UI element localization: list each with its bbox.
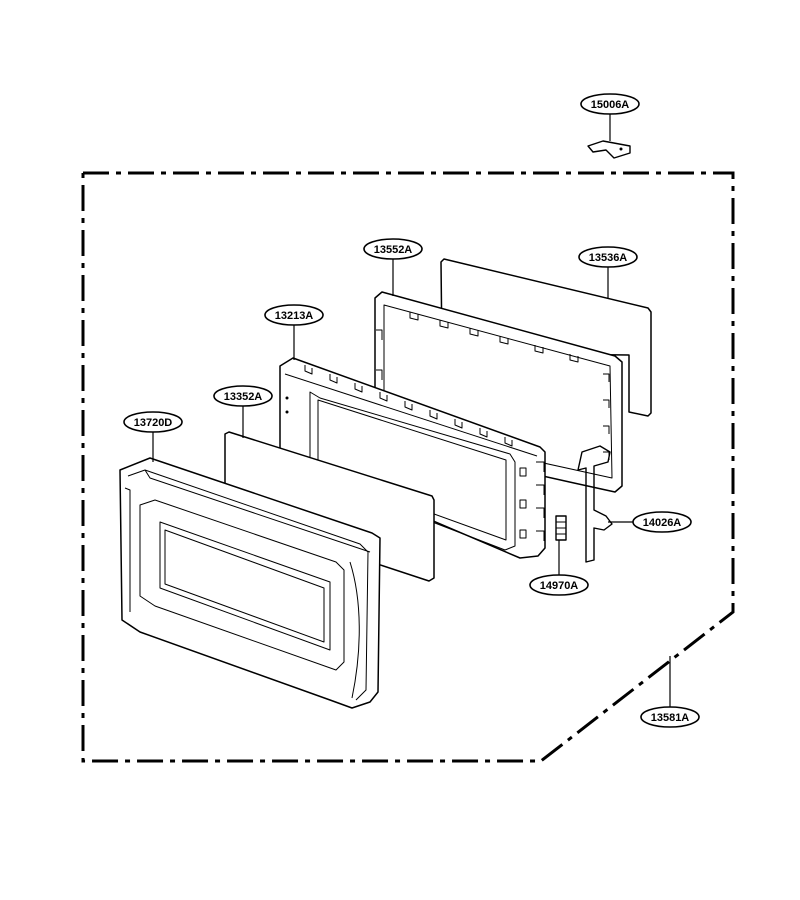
part-bracket-15006A (587, 140, 631, 159)
part-door-front-13720D (119, 457, 381, 709)
callout-text: 14026A (643, 517, 682, 529)
assembly-boundary (81, 171, 735, 763)
callout-14026A: 14026A (632, 511, 692, 533)
callout-text: 15006A (591, 99, 630, 111)
callout-13213A: 13213A (264, 304, 324, 326)
leader-lines (152, 113, 671, 708)
callout-text: 13213A (275, 310, 314, 322)
callout-13720D: 13720D (123, 411, 183, 433)
callout-text: 13536A (589, 252, 628, 264)
callout-15006A: 15006A (580, 93, 640, 115)
part-switch-14970A (555, 515, 567, 541)
callout-13581A: 13581A (640, 706, 700, 728)
callout-text: 13720D (134, 417, 173, 429)
callout-text: 13552A (374, 244, 413, 256)
callout-13536A: 13536A (578, 246, 638, 268)
callout-14970A: 14970A (529, 574, 589, 596)
callout-13352A: 13352A (213, 385, 273, 407)
callout-text: 13581A (651, 712, 690, 724)
callout-text: 13352A (224, 391, 263, 403)
callout-text: 14970A (540, 580, 579, 592)
part-latch-14026A (577, 445, 613, 563)
callout-13552A: 13552A (363, 238, 423, 260)
